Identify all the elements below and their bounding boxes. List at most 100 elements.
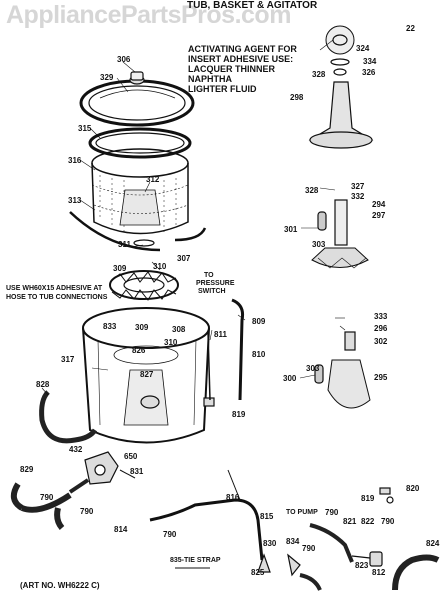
callout-790e: 790 [381,517,395,526]
agitator-part [308,81,374,149]
callout-332: 332 [351,192,365,201]
callout-309: 309 [113,264,127,273]
callout-324: 324 [356,44,370,53]
callout-309b: 309 [135,323,149,332]
callout-327: 327 [351,182,365,191]
pressure-note-line-2: PRESSURE [196,280,235,287]
callout-294: 294 [372,200,386,209]
tub-cover-ring-part [79,71,195,127]
pump-assembly-part [84,451,119,485]
callout-814: 814 [114,525,128,534]
callout-833: 833 [103,322,117,331]
pressure-tube-part [207,331,211,401]
callout-329: 329 [100,73,114,82]
long-drain-hose-part [149,498,264,561]
callout-650: 650 [124,452,138,461]
callout-790b: 790 [80,507,94,516]
tie-strap-part [287,553,301,577]
tie-strap-note: 835-TIE STRAP [170,557,221,564]
callout-819a: 819 [232,410,246,419]
callout-315: 315 [78,124,92,133]
hose-fitting-part [257,553,271,573]
callout-830: 830 [263,539,277,548]
callout-432: 432 [69,445,83,454]
leader-lines [41,39,346,396]
callout-298: 298 [290,93,304,102]
callout-819b: 819 [361,494,375,503]
callout-790f: 790 [302,544,316,553]
callout-810: 810 [252,350,266,359]
snubber-wire-part [69,211,207,252]
caution-line-1: ACTIVATING AGENT FOR [188,44,297,54]
pump-hose-part [299,573,322,591]
caution-line-5: LIGHTER FLUID [188,84,257,94]
callout-812: 812 [372,568,386,577]
agitator-base-part [314,331,371,409]
drain-outlet-hose-part [392,554,440,591]
caution-line-3: LACQUER THINNER [188,64,275,74]
overflow-hose-part [231,298,244,401]
adhesive-note-line-1: USE WH60X15 ADHESIVE AT [6,285,103,292]
callout-828: 828 [36,380,50,389]
callout-303b: 303 [306,364,320,373]
fill-hose-part [39,390,98,444]
drain-hose-part [10,482,72,513]
mounting-seal-part [109,270,179,301]
callout-334: 334 [363,57,377,66]
art-number: (ART NO. WH6222 C) [20,581,100,590]
callout-302: 302 [374,337,388,346]
callout-824: 824 [426,539,440,548]
callout-296: 296 [374,324,388,333]
wash-basket-part [91,148,189,235]
callout-303a: 303 [312,240,326,249]
callout-826: 826 [132,346,146,355]
diagram-title: TUB, BASKET & AGITATOR [187,0,318,11]
callout-308: 308 [172,325,186,334]
to-pump-hose-part [309,523,354,563]
callout-297: 297 [372,211,386,220]
callout-790d: 790 [325,508,339,517]
header-tail-number: 22 [406,24,415,33]
callout-310: 310 [153,262,167,271]
callout-820: 820 [406,484,420,493]
callout-831: 831 [130,467,144,476]
agitator-auger-part [311,199,369,269]
caution-line-2: INSERT ADHESIVE USE: [188,54,294,64]
caution-line-4: NAPHTHA [188,74,232,84]
callout-809: 809 [252,317,266,326]
callout-326: 326 [362,68,376,77]
o-ring-part [133,239,155,247]
callout-312: 312 [146,175,160,184]
callout-300: 300 [283,374,297,383]
agitator-top-part [325,25,355,55]
callout-307: 307 [177,254,191,263]
callout-815: 815 [260,512,274,521]
adhesive-note-line-2: HOSE TO TUB CONNECTIONS [6,294,108,301]
callout-295: 295 [374,373,388,382]
callout-316: 316 [68,156,82,165]
to-pump-note: TO PUMP [286,509,318,516]
callout-306: 306 [117,55,131,64]
callout-822: 822 [361,517,375,526]
pressure-note-line-1: TO [204,272,214,279]
callout-328a: 328 [312,70,326,79]
callout-811: 811 [214,330,227,339]
callout-790c: 790 [163,530,177,539]
callout-825: 825 [251,568,265,577]
callout-823: 823 [355,561,369,570]
callout-834: 834 [286,537,300,546]
balance-ring-part [88,127,192,159]
callout-829: 829 [20,465,34,474]
callout-816: 816 [226,493,240,502]
callout-311: 311 [118,240,131,249]
callout-328b: 328 [305,186,319,195]
pressure-note-line-3: SWITCH [198,288,226,295]
callout-790a: 790 [40,493,54,502]
coupling-part [351,551,383,567]
watermark-logo: AppliancePartsPros.com [6,1,291,29]
callout-821: 821 [343,517,357,526]
callout-333: 333 [374,312,388,321]
callout-313: 313 [68,196,82,205]
callout-827: 827 [140,370,154,379]
